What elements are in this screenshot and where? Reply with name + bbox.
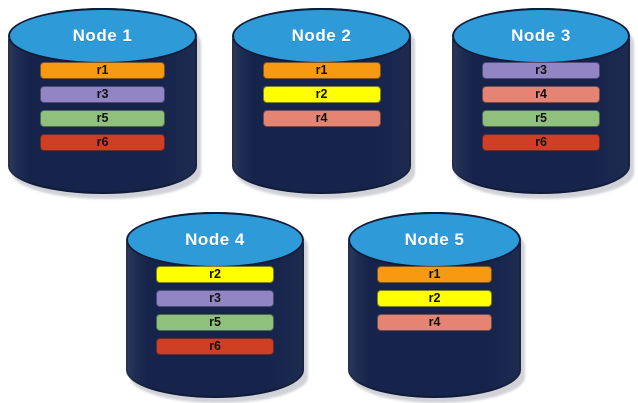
cylinder-top-ellipse: Node 1 [8, 8, 197, 64]
replica-bar-r4[interactable]: r4 [262, 110, 381, 127]
replica-bar-r6[interactable]: r6 [40, 134, 165, 151]
cylinder-top-ellipse: Node 5 [348, 212, 521, 268]
replica-bar-r2[interactable]: r2 [156, 266, 274, 283]
replica-list: r1 r2 r4 [232, 62, 411, 127]
replica-bar-r3[interactable]: r3 [482, 62, 600, 79]
replica-list: r1 r2 r4 [348, 266, 521, 331]
node-5[interactable]: Node 5 r1 r2 r4 [348, 212, 525, 403]
replica-bar-r1[interactable]: r1 [40, 62, 165, 79]
replica-bar-r5[interactable]: r5 [482, 110, 600, 127]
replica-bar-r5[interactable]: r5 [40, 110, 165, 127]
replica-bar-r5[interactable]: r5 [156, 314, 274, 331]
replica-bar-r6[interactable]: r6 [482, 134, 600, 151]
cylinder-top-ellipse: Node 3 [452, 8, 630, 64]
replica-bar-r1[interactable]: r1 [377, 266, 492, 283]
cylinder-top-ellipse: Node 2 [232, 8, 411, 64]
replica-list: r3 r4 r5 r6 [452, 62, 630, 151]
node-title: Node 5 [404, 230, 465, 249]
replica-bar-r2[interactable]: r2 [377, 290, 492, 307]
replica-bar-r1[interactable]: r1 [262, 62, 381, 79]
replica-list: r2 r3 r5 r6 [126, 266, 304, 355]
replica-bar-r3[interactable]: r3 [40, 86, 165, 103]
node-4[interactable]: Node 4 r2 r3 r5 r6 [126, 212, 308, 403]
node-1[interactable]: Node 1 r1 r3 r5 r6 [8, 8, 201, 199]
replica-bar-r4[interactable]: r4 [377, 314, 492, 331]
node-3[interactable]: Node 3 r3 r4 r5 r6 [452, 8, 634, 199]
replica-bar-r6[interactable]: r6 [156, 338, 274, 355]
node-title: Node 1 [72, 26, 133, 45]
cylinder-top-ellipse: Node 4 [126, 212, 304, 268]
node-title: Node 3 [511, 26, 571, 45]
replica-list: r1 r3 r5 r6 [8, 62, 197, 151]
node-title: Node 2 [291, 26, 352, 45]
replica-bar-r3[interactable]: r3 [156, 290, 274, 307]
node-2[interactable]: Node 2 r1 r2 r4 [232, 8, 415, 199]
replica-bar-r2[interactable]: r2 [262, 86, 381, 103]
replica-bar-r4[interactable]: r4 [482, 86, 600, 103]
node-title: Node 4 [185, 230, 245, 249]
